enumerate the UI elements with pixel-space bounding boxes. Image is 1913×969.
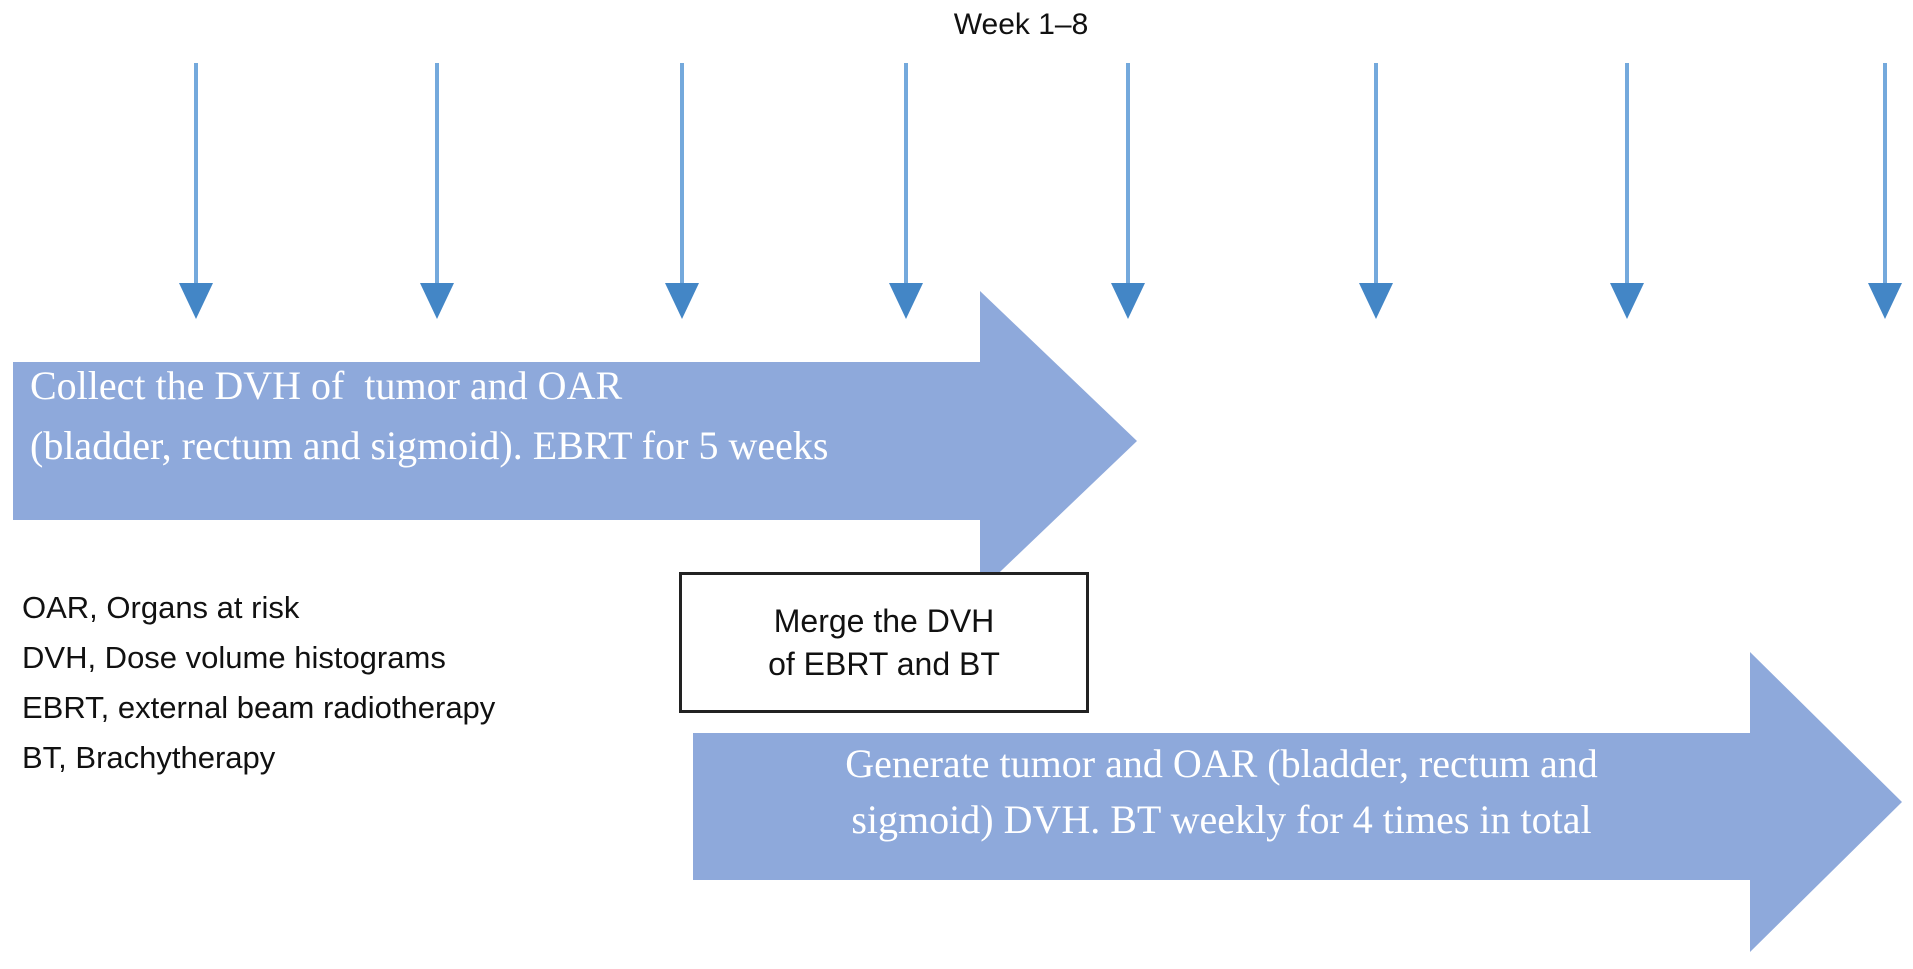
legend-item-dvh: DVH, Dose volume histograms — [22, 640, 446, 675]
arrow-stem — [680, 63, 684, 291]
week-down-arrow-icon — [889, 63, 923, 319]
week-down-arrow-icon — [1610, 63, 1644, 319]
week-down-arrow-icon — [1111, 63, 1145, 319]
bt-arrow-label: Generate tumor and OAR (bladder, rectum … — [693, 736, 1750, 848]
arrow-stem — [194, 63, 198, 291]
arrow-head-icon — [1359, 283, 1393, 319]
arrow-stem — [904, 63, 908, 291]
arrow-head-icon — [420, 283, 454, 319]
ebrt-arrow-label-line1: Collect the DVH of tumor and OAR — [30, 363, 623, 408]
week-range-label: Week 1–8 — [953, 8, 1089, 41]
week-down-arrow-icon — [179, 63, 213, 319]
arrow-stem — [1126, 63, 1130, 291]
arrow-stem — [1883, 63, 1887, 291]
bt-arrow-label-line2: sigmoid) DVH. BT weekly for 4 times in t… — [851, 797, 1592, 842]
week-down-arrow-icon — [1359, 63, 1393, 319]
bt-arrow-label-line1: Generate tumor and OAR (bladder, rectum … — [845, 741, 1598, 786]
arrow-stem — [1625, 63, 1629, 291]
arrow-stem — [435, 63, 439, 291]
ebrt-arrow-label: Collect the DVH of tumor and OAR (bladde… — [30, 356, 828, 476]
abbreviation-legend: OAR, Organs at risk DVH, Dose volume his… — [22, 583, 495, 783]
ebrt-phase-arrow-icon — [13, 291, 1137, 591]
arrow-head-icon — [1610, 283, 1644, 319]
merge-dvh-box-line2: of EBRT and BT — [768, 645, 1000, 682]
legend-item-bt: BT, Brachytherapy — [22, 740, 276, 775]
arrow-head-icon — [179, 283, 213, 319]
merge-dvh-box-line1: Merge the DVH — [773, 602, 995, 639]
arrow-head-icon — [889, 283, 923, 319]
legend-item-ebrt: EBRT, external beam radiotherapy — [22, 690, 496, 725]
ebrt-arrow-label-line2: (bladder, rectum and sigmoid). EBRT for … — [30, 423, 829, 468]
merge-dvh-box: Merge the DVH of EBRT and BT — [679, 572, 1089, 713]
bt-phase-arrow-icon — [693, 652, 1902, 952]
week-down-arrow-icon — [420, 63, 454, 319]
week-down-arrow-icon — [665, 63, 699, 319]
arrow-head-icon — [665, 283, 699, 319]
arrow-stem — [1374, 63, 1378, 291]
legend-item-oar: OAR, Organs at risk — [22, 590, 300, 625]
arrow-head-icon — [1111, 283, 1145, 319]
arrow-head-icon — [1868, 283, 1902, 319]
week-down-arrow-icon — [1868, 63, 1902, 319]
